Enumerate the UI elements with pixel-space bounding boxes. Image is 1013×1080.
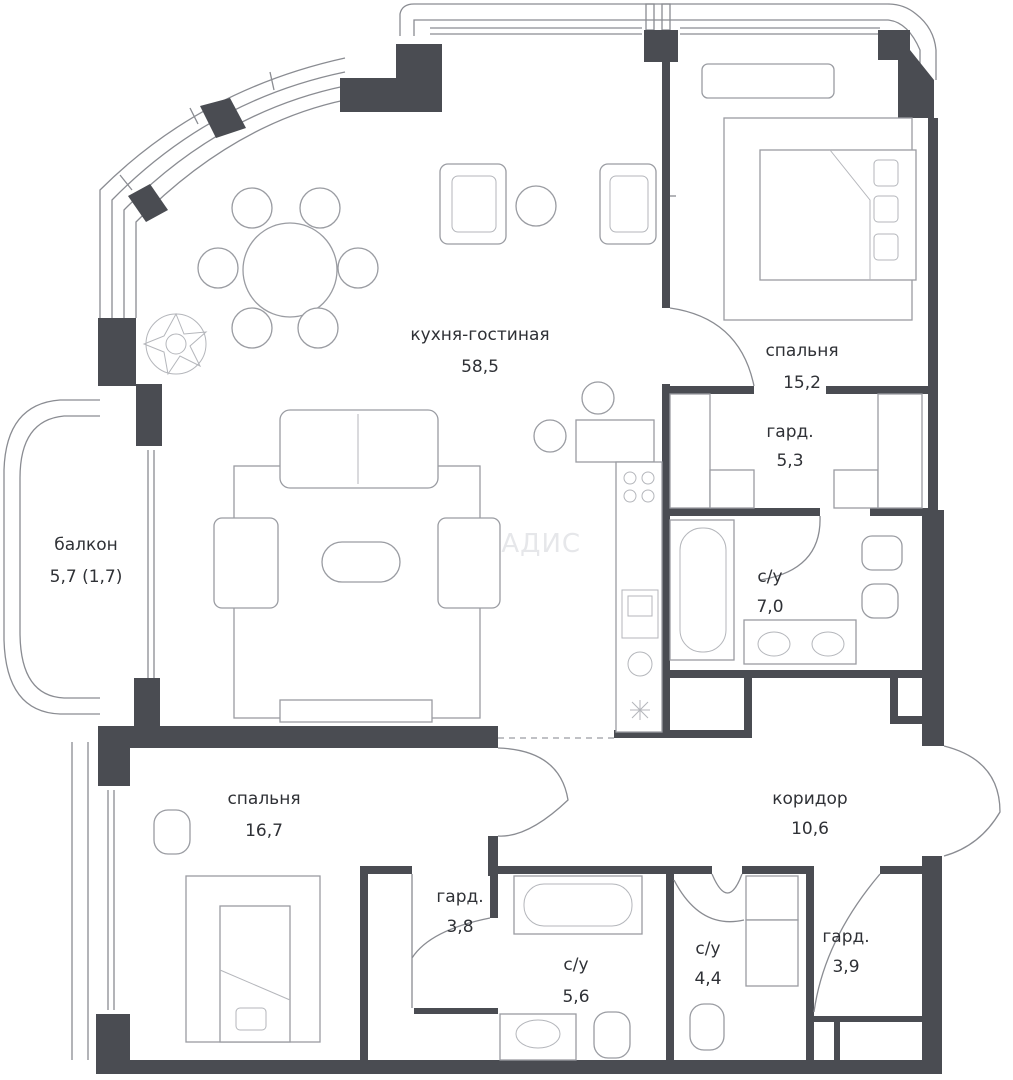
room-name: гард. <box>436 887 483 907</box>
doors <box>411 307 1001 1013</box>
room-name: коридор <box>772 789 847 809</box>
room-corridor: коридор 10,6 <box>772 789 847 839</box>
balcony-outline <box>3 399 155 715</box>
room-labels: кухня-гостиная 58,5 спальня 15,2 гард. 5… <box>50 325 870 1007</box>
room-name: гард. <box>766 422 813 442</box>
curved-facade <box>99 57 346 318</box>
bathroom-3-furniture <box>689 875 799 1051</box>
room-name: с/у <box>695 939 720 959</box>
room-area: 10,6 <box>791 819 829 839</box>
room-name: кухня-гостиная <box>410 325 549 345</box>
room-wardrobe-1: гард. 5,3 <box>766 422 813 471</box>
room-area: 16,7 <box>245 821 283 841</box>
room-name: спальня <box>227 789 300 809</box>
room-area: 15,2 <box>783 373 821 393</box>
left-window <box>71 742 115 1060</box>
room-wardrobe-3: гард. 3,9 <box>822 927 869 977</box>
room-name: с/у <box>757 567 782 587</box>
room-balcony: балкон 5,7 (1,7) <box>50 535 123 587</box>
plant-icon <box>142 312 208 376</box>
room-area: 3,9 <box>832 957 859 977</box>
room-area: 7,0 <box>756 597 783 617</box>
room-area: 4,4 <box>694 969 721 989</box>
walls <box>96 30 944 1074</box>
room-wardrobe-2: гард. 3,8 <box>436 887 483 937</box>
bathroom-1-furniture <box>669 519 903 665</box>
room-living: кухня-гостиная 58,5 <box>410 325 549 377</box>
room-area: 5,6 <box>562 987 589 1007</box>
room-area: 58,5 <box>461 357 499 377</box>
room-area: 3,8 <box>446 917 473 937</box>
living-furniture <box>142 163 663 733</box>
room-bathroom-3: с/у 4,4 <box>694 939 721 989</box>
room-area: 5,7 (1,7) <box>50 567 123 587</box>
bedroom-1-furniture <box>670 63 917 321</box>
room-name: гард. <box>822 927 869 947</box>
room-bedroom-2: спальня 16,7 <box>227 789 300 841</box>
room-bathroom-1: с/у 7,0 <box>756 567 783 617</box>
room-bathroom-2: с/у 5,6 <box>562 955 589 1007</box>
bedroom-2-furniture <box>153 809 321 1043</box>
room-name: спальня <box>765 341 838 361</box>
bathroom-2-furniture <box>499 875 643 1061</box>
room-bedroom-1: спальня 15,2 <box>765 341 838 393</box>
wardrobe-1-furniture <box>669 393 923 509</box>
room-area: 5,3 <box>776 451 803 471</box>
room-name: балкон <box>54 535 118 555</box>
room-name: с/у <box>563 955 588 975</box>
